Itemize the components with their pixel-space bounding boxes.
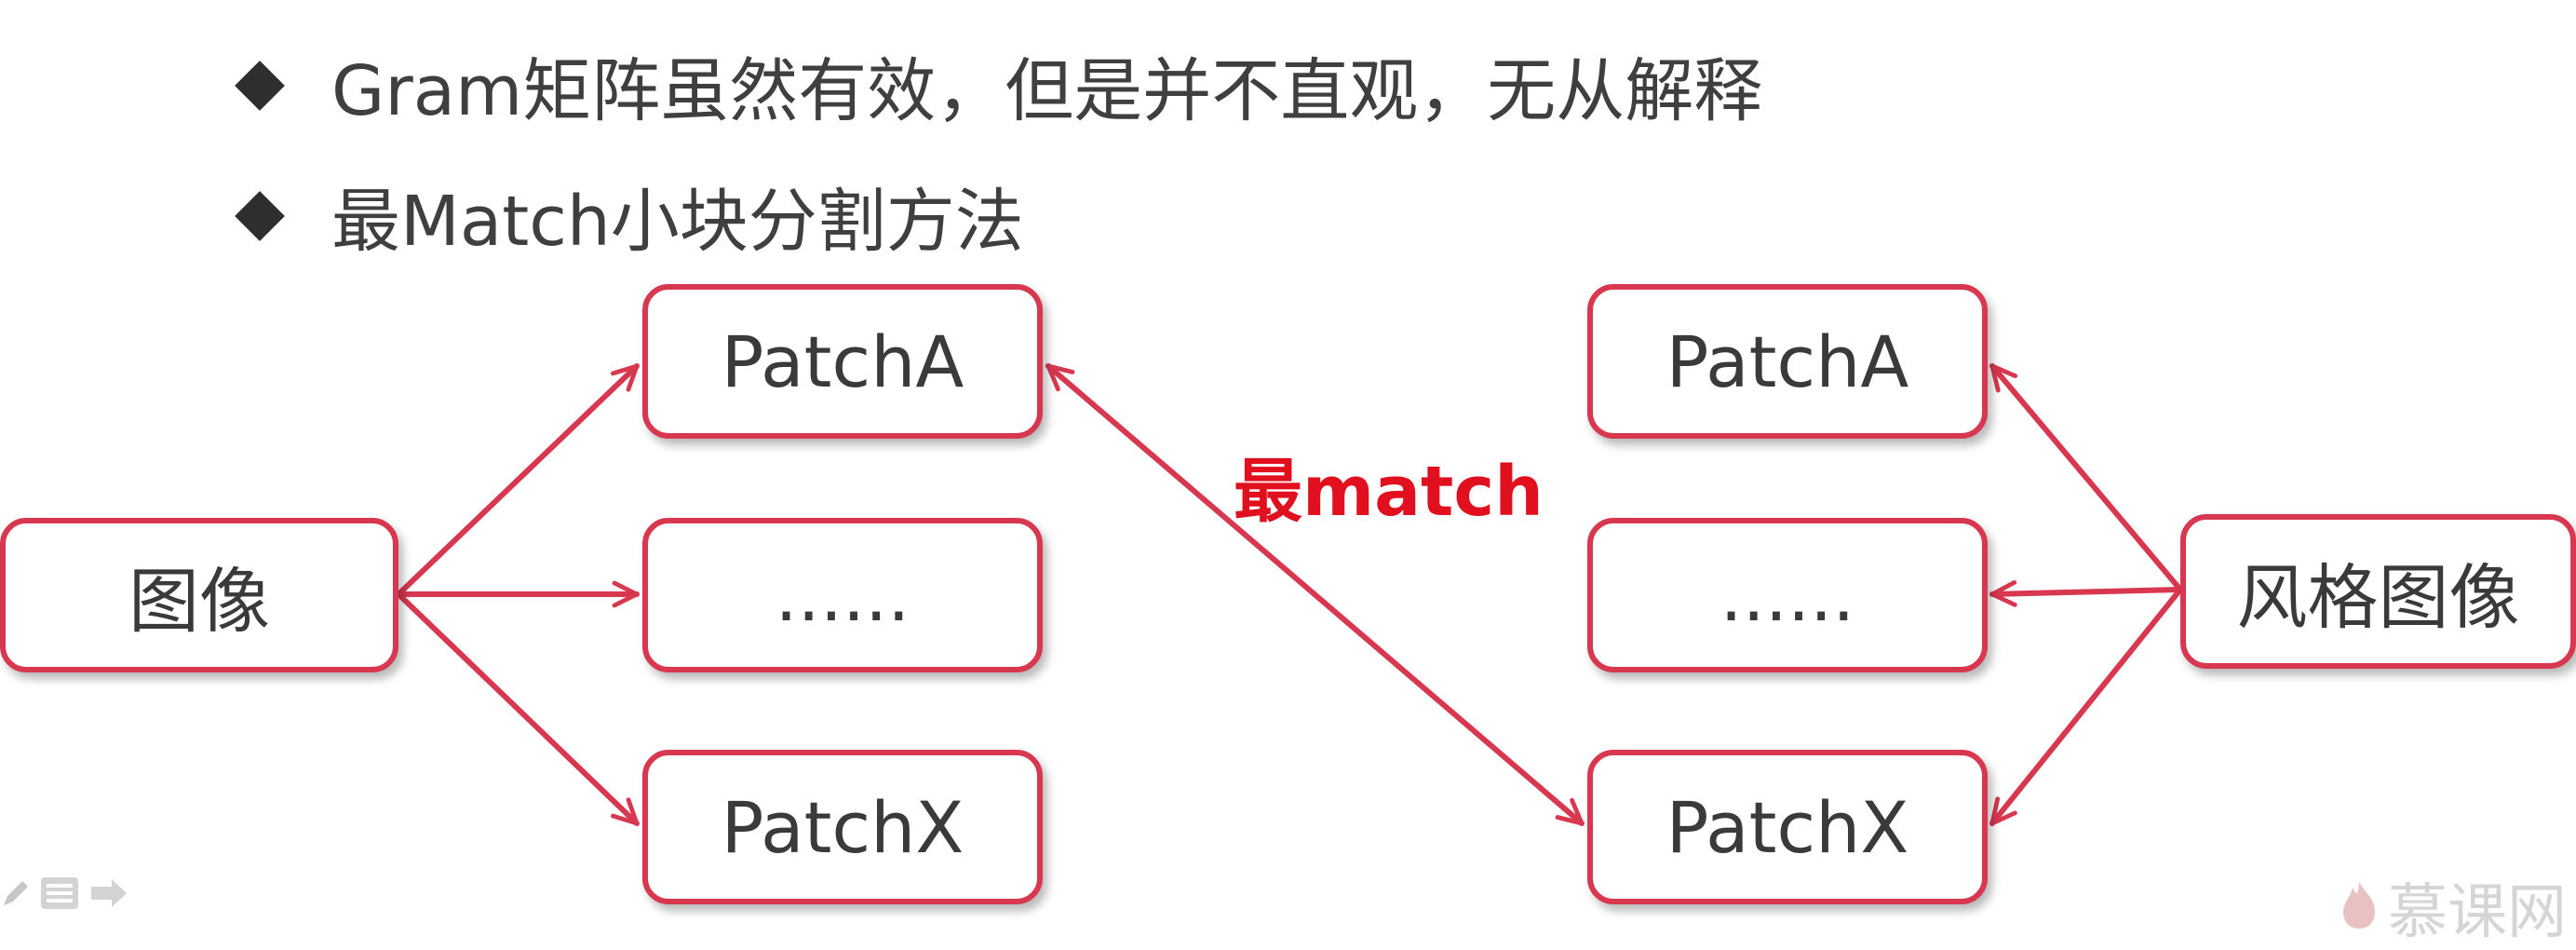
right-patch-x-box: PatchX bbox=[1587, 750, 1988, 904]
flame-icon bbox=[2340, 880, 2379, 934]
match-label: 最match bbox=[1234, 452, 1544, 532]
watermark-logo: 慕课网 bbox=[2340, 864, 2567, 950]
slide-toolbar bbox=[0, 875, 130, 915]
arrow-match-patcha-patchx bbox=[1045, 363, 1585, 826]
menu-icon[interactable] bbox=[39, 875, 80, 915]
arrow-image-to-patchx bbox=[396, 591, 640, 826]
watermark-brand: 慕课网 bbox=[2388, 878, 2567, 947]
bullet-item: 最Match小块分割方法 bbox=[233, 166, 1024, 265]
pen-icon[interactable] bbox=[0, 877, 32, 913]
left-patch-a-box: PatchA bbox=[642, 284, 1043, 439]
slide: Gram矩阵虽然有效，但是并不直观，无从解释 最Match小块分割方法 图像 P… bbox=[0, 35, 2576, 947]
bullet-item: Gram矩阵虽然有效，但是并不直观，无从解释 bbox=[233, 35, 1762, 135]
left-patch-x-box: PatchX bbox=[642, 750, 1043, 904]
source-image-box: 图像 bbox=[0, 518, 398, 672]
style-image-box: 风格图像 bbox=[2180, 514, 2576, 669]
arrow-image-to-patcha bbox=[396, 363, 640, 597]
right-patch-ellipsis-box: ...... bbox=[1587, 518, 1988, 672]
arrow-right-icon[interactable] bbox=[88, 875, 130, 915]
bullet-text: 最Match小块分割方法 bbox=[331, 182, 1024, 262]
arrow-style-to-patchx bbox=[1989, 587, 2183, 826]
diagram-arrows bbox=[396, 363, 2183, 826]
left-patch-ellipsis-box: ...... bbox=[642, 518, 1043, 672]
arrow-style-to-patcha bbox=[1989, 363, 2183, 592]
arrow-style-to-dots bbox=[1989, 580, 2183, 607]
bullet-text: Gram矩阵虽然有效，但是并不直观，无从解释 bbox=[331, 51, 1763, 131]
right-patch-a-box: PatchA bbox=[1587, 284, 1988, 439]
